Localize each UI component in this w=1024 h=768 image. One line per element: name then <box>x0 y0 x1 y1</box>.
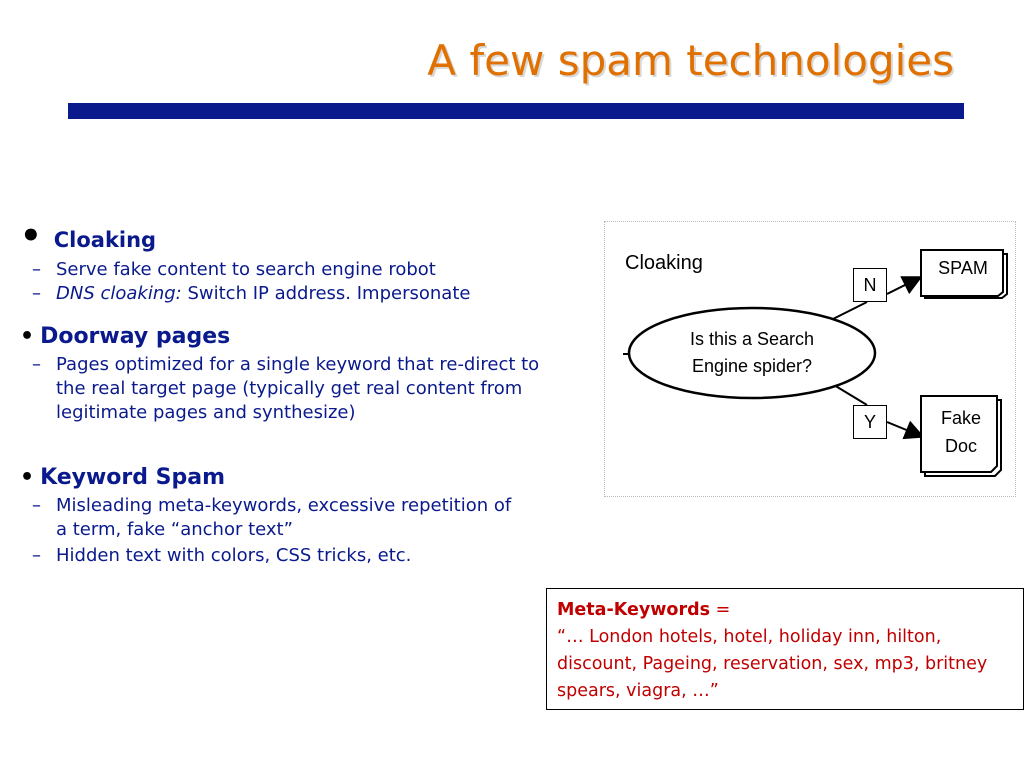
meta-keywords-label: Meta-Keywords <box>557 600 711 620</box>
bullet-cloaking: • Cloaking <box>20 216 580 256</box>
slide-title: A few spam technologies <box>427 36 954 85</box>
spam-doc-label: SPAM <box>938 258 988 278</box>
arrow-to-spam <box>886 276 923 295</box>
fake-doc-shadow <box>924 399 1002 477</box>
sub-item: – Pages optimized for a single keyword t… <box>32 353 580 425</box>
meta-keywords-value: “… London hotels, hotel, holiday inn, hi… <box>557 627 988 701</box>
bullet-doorway-pages: • Doorway pages <box>20 324 580 349</box>
meta-keywords-box: Meta-Keywords = “… London hotels, hotel,… <box>546 588 1024 710</box>
bullet-dot-icon: • <box>20 216 42 256</box>
cloaking-diagram: Cloaking Is this a Search Engine spider?… <box>604 221 1016 497</box>
sub-item: – DNS cloaking: Switch IP address. Imper… <box>32 283 471 304</box>
sub-item: – Misleading meta-keywords, excessive re… <box>32 494 580 542</box>
spam-doc-shape <box>920 249 1004 297</box>
fake-doc-label: Fake Doc <box>940 408 982 456</box>
sub-item-text: Hidden text with colors, CSS tricks, etc… <box>56 545 412 566</box>
title-underline-bar <box>68 103 964 119</box>
bullet-heading: Doorway pages <box>40 324 231 349</box>
sub-item-text: Misleading meta-keywords, excessive repe… <box>56 495 512 540</box>
sub-item-text: Switch IP address. Impersonate <box>181 283 471 304</box>
decision-ellipse <box>627 306 877 400</box>
bullet-list: • Cloaking – Serve fake content to searc… <box>20 216 580 568</box>
sub-item: – Hidden text with colors, CSS tricks, e… <box>32 544 580 568</box>
decision-text: Is this a Search Engine spider? <box>689 329 815 376</box>
sub-item-text: Serve fake content to search engine robo… <box>56 259 436 280</box>
sub-item: – Serve fake content to search engine ro… <box>32 258 580 282</box>
bullet-heading: Cloaking <box>53 228 157 252</box>
bullet-dot-icon: • <box>20 465 35 490</box>
spam-doc-shadow <box>924 253 1008 299</box>
diagram-shapes <box>623 249 1008 477</box>
bullet-keyword-spam: • Keyword Spam <box>20 465 580 490</box>
fake-doc-shape <box>920 395 998 473</box>
bullet-heading: Keyword Spam <box>40 465 226 490</box>
arrow-to-fake-doc <box>886 420 925 440</box>
meta-keywords-equals: = <box>710 600 731 620</box>
sub-item-text: Pages optimized for a single keyword tha… <box>56 354 540 423</box>
no-branch-box: N <box>853 268 887 302</box>
diagram-label: Cloaking <box>625 252 703 274</box>
yes-branch-box: Y <box>853 405 887 439</box>
bullet-dot-icon: • <box>20 324 35 349</box>
sub-item-emphasis: DNS cloaking: <box>56 283 182 304</box>
